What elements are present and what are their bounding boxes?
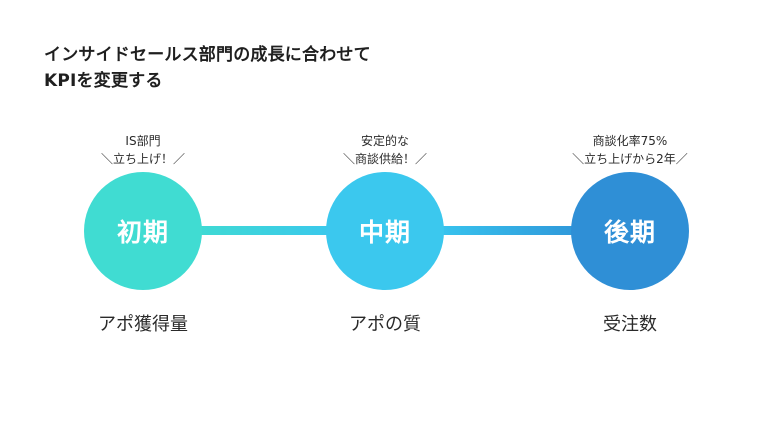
stage-mid: 安定的な ＼商談供給！／ 中期 アポの質 — [265, 0, 505, 430]
stage-circle: 後期 — [571, 172, 689, 290]
stage-circle-label: 初期 — [116, 218, 169, 247]
callout-line-2: ＼立ち上げ！／ — [100, 152, 185, 166]
title-line-1: インサイドセールス部門の成長に合わせて — [44, 45, 371, 65]
connector-early-to-mid — [196, 226, 332, 235]
stage-caption: アポ獲得量 — [98, 314, 188, 335]
stage-callout: IS部門 ＼立ち上げ！／ — [23, 132, 263, 168]
stage-circle-label: 後期 — [603, 218, 656, 247]
callout-line-1: IS部門 — [125, 134, 161, 148]
stage-callout: 商談化率75% ＼立ち上げから2年／ — [510, 132, 750, 168]
callout-line-2: ＼立ち上げから2年／ — [572, 152, 688, 166]
page-title: インサイドセールス部門の成長に合わせて KPIを変更する — [44, 42, 504, 94]
connector-mid-to-late — [438, 226, 576, 235]
callout-line-2: ＼商談供給！／ — [342, 152, 427, 166]
title-line-2: KPIを変更する — [44, 71, 163, 91]
stage-circle: 初期 — [84, 172, 202, 290]
stage-caption: アポの質 — [349, 314, 421, 335]
stage-caption: 受注数 — [603, 314, 657, 335]
stage-circle: 中期 — [326, 172, 444, 290]
stage-late: 商談化率75% ＼立ち上げから2年／ 後期 受注数 — [510, 0, 750, 430]
callout-line-1: 安定的な — [360, 134, 409, 148]
stage-circle-label: 中期 — [358, 218, 411, 247]
callout-line-1: 商談化率75% — [592, 134, 668, 148]
stage-early: IS部門 ＼立ち上げ！／ 初期 アポ獲得量 — [23, 0, 263, 430]
stage-callout: 安定的な ＼商談供給！／ — [265, 132, 505, 168]
